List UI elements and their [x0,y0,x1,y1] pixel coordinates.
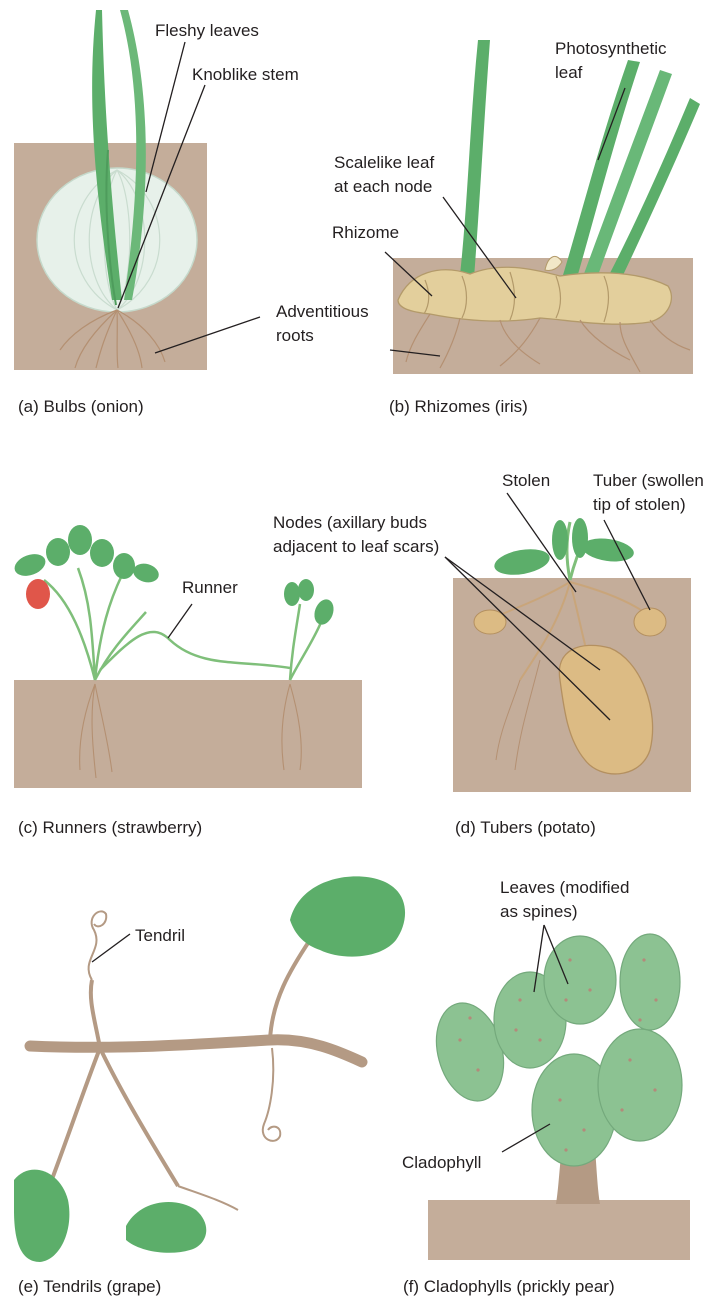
tendril-label: Tendril [135,926,185,945]
potato-small-right [634,608,666,636]
caption-e: (e) Tendrils (grape) [18,1277,161,1296]
caption-f: (f) Cladophylls (prickly pear) [403,1277,615,1296]
tuber-label-line2: tip of stolen) [593,495,686,514]
stolen-label: Stolen [502,471,550,490]
panel-b-iris: Photosynthetic leaf Scalelike leaf at ea… [332,39,700,416]
potato-small-left [474,610,506,634]
strawberry-soil [14,680,362,788]
grape-tendrils [89,911,281,1210]
knoblike-stem-label: Knoblike stem [192,65,299,84]
cactus-pad-top-center [544,936,616,1024]
potato-leaves [492,518,635,579]
cactus-pads [426,934,682,1166]
caption-c: (c) Runners (strawberry) [18,818,202,837]
adventitious-roots-label-line1: Adventitious [276,302,369,321]
strawberry-fruit [26,579,50,609]
caption-d: (d) Tubers (potato) [455,818,596,837]
rhizome-label: Rhizome [332,223,399,242]
panel-f-cactus: Leaves (modified as spines) Cladophyll (… [402,878,690,1296]
caption-b: (b) Rhizomes (iris) [389,397,528,416]
runner-stem [100,632,290,670]
panel-e-grape: Tendril (e) Tendrils (grape) [14,876,405,1296]
adventitious-roots-label-line2: roots [276,326,314,345]
scalelike-leaf-label-line2: at each node [334,177,432,196]
caption-a: (a) Bulbs (onion) [18,397,144,416]
cladophyll-label: Cladophyll [402,1153,481,1172]
panel-c-strawberry: Runner (c) Runners (strawberry) [12,525,362,837]
cactus-pad-top-right [620,934,680,1030]
grape-leaf-bottom-left [14,1170,69,1262]
fleshy-leaves-label: Fleshy leaves [155,21,259,40]
photosynthetic-leaf-label-line1: Photosynthetic [555,39,667,58]
runner-label: Runner [182,578,238,597]
grape-main-vine [30,1040,362,1062]
nodes-label-line2: adjacent to leaf scars) [273,537,439,556]
leaves-spines-label-line2: as spines) [500,902,577,921]
cactus-soil [428,1200,690,1260]
iris-rhizome [398,267,671,324]
cactus-pad-right [598,1029,682,1141]
tuber-label-line1: Tuber (swollen [593,471,704,490]
leaves-spines-label-line1: Leaves (modified [500,878,629,897]
photosynthetic-leaf-label-line2: leaf [555,63,583,82]
panel-a-onion: Fleshy leaves Knoblike stem Adventitious… [14,10,369,416]
grape-leaf-bottom-mid [126,1202,206,1253]
scalelike-leaf-label-line1: Scalelike leaf [334,153,434,172]
nodes-label-line1: Nodes (axillary buds [273,513,427,532]
tendril-curl [89,911,107,980]
